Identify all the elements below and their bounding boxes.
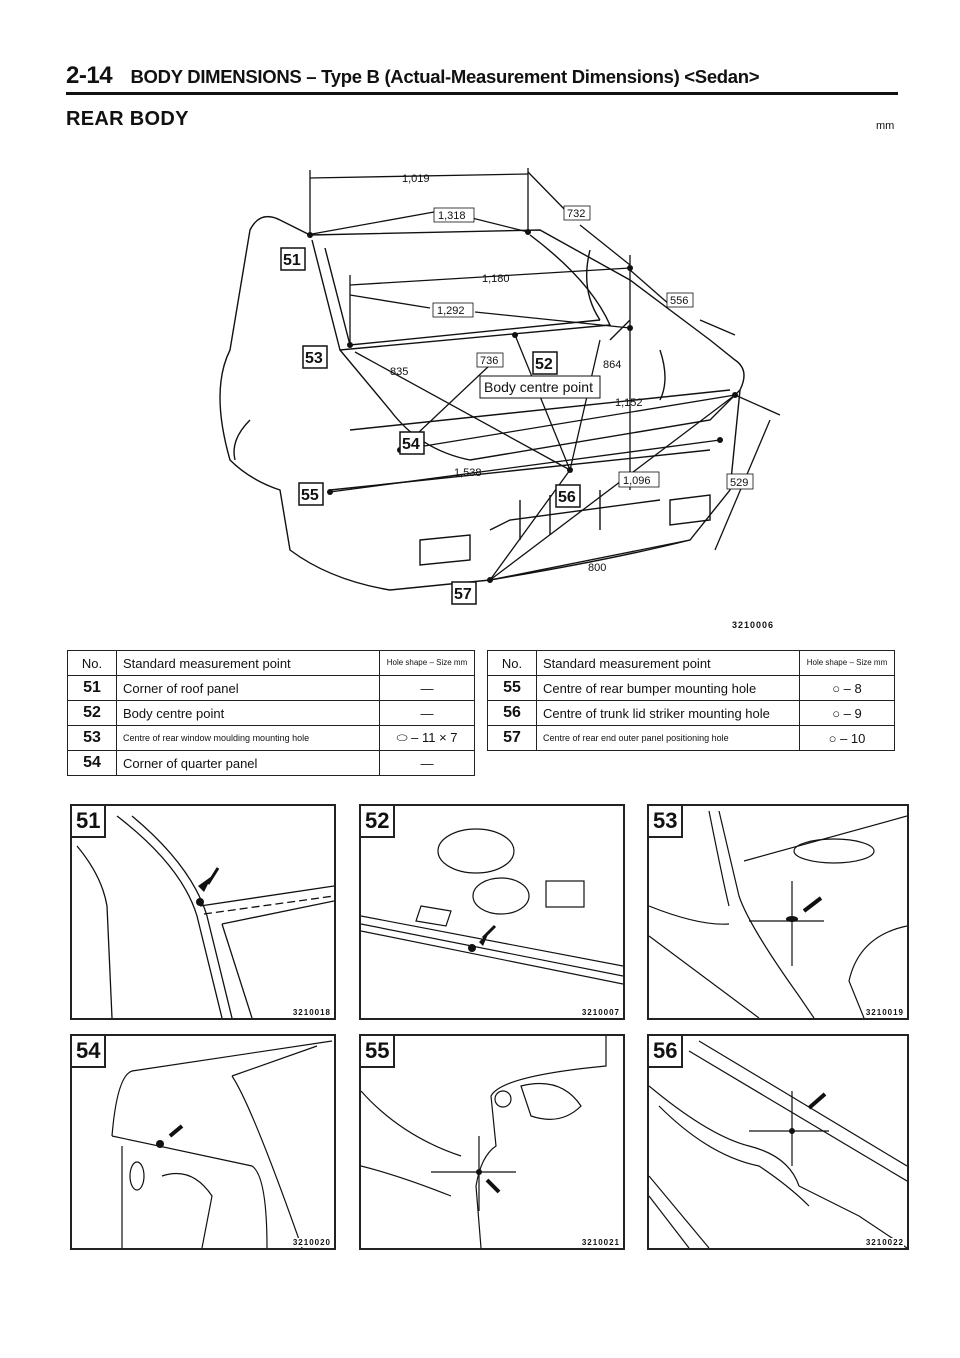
header-hole-shape: Hole shape	[806, 658, 848, 667]
table-row: 57 Centre of rear end outer panel positi…	[487, 725, 895, 751]
dim-1096: 1,096	[623, 475, 651, 487]
table-row: 53 Centre of rear window moulding mounti…	[67, 725, 475, 751]
detail-code: 3210021	[581, 1238, 620, 1247]
header-dash: –	[429, 658, 434, 667]
detail-code: 3210020	[292, 1238, 331, 1247]
dim-800: 800	[588, 562, 606, 574]
detail-label: 56	[649, 1036, 684, 1068]
detail-drawing-56	[649, 1040, 907, 1248]
dim-1538: 1,538	[454, 467, 482, 479]
row-no: 53	[67, 725, 117, 751]
callout-54: 54	[402, 436, 420, 453]
detail-view-55: 55 3210021	[359, 1034, 625, 1250]
row-no: 55	[487, 675, 537, 701]
detail-drawing-55	[361, 1036, 607, 1248]
section-title: REAR BODY	[66, 108, 189, 130]
row-hole: ○ – 8	[799, 675, 895, 701]
page-number: 2-14	[66, 62, 113, 89]
detail-label: 53	[649, 806, 684, 838]
detail-drawing-51	[76, 815, 334, 1018]
row-point: Body centre point	[116, 700, 380, 726]
table-header-row: No. Standard measurement point Hole shap…	[487, 650, 895, 676]
detail-code: 3210018	[292, 1008, 331, 1017]
header-hole-shape: Hole shape	[386, 658, 428, 667]
table-row: 54 Corner of quarter panel —	[67, 750, 475, 776]
table-row: 56 Centre of trunk lid striker mounting …	[487, 700, 895, 726]
header-size: Size mm	[436, 658, 468, 667]
row-hole: —	[379, 700, 475, 726]
callout-51: 51	[283, 252, 301, 269]
row-point: Centre of rear bumper mounting hole	[536, 675, 800, 701]
header-size: Size mm	[856, 658, 888, 667]
header-rule	[66, 92, 898, 95]
dim-732: 732	[567, 208, 585, 220]
measurement-table-left: No. Standard measurement point Hole shap…	[67, 650, 475, 776]
detail-code: 3210007	[581, 1008, 620, 1017]
row-no: 56	[487, 700, 537, 726]
dim-556: 556	[670, 295, 688, 307]
header-point: Standard measurement point	[116, 650, 380, 676]
dim-736: 736	[480, 355, 498, 367]
callout-53: 53	[305, 350, 323, 367]
detail-view-56: 56 3210022	[647, 1034, 909, 1250]
callout-52: 52	[535, 356, 553, 373]
header-hole-size: Hole shape – Size mm	[799, 650, 895, 676]
detail-view-52: 52 3210007	[359, 804, 625, 1020]
row-no: 54	[67, 750, 117, 776]
header-point: Standard measurement point	[536, 650, 800, 676]
row-point: Centre of rear end outer panel positioni…	[536, 725, 800, 751]
measurement-table-right: No. Standard measurement point Hole shap…	[487, 650, 895, 751]
dim-864: 864	[603, 359, 621, 371]
detail-label: 51	[72, 806, 107, 838]
unit-label: mm	[876, 120, 895, 132]
detail-view-53: 53 3210019	[647, 804, 909, 1020]
detail-drawing-53	[649, 810, 907, 1018]
row-hole: ⬭ – 11 × 7	[379, 725, 475, 751]
row-point: Corner of roof panel	[116, 675, 380, 701]
detail-label: 55	[361, 1036, 396, 1068]
detail-label: 52	[361, 806, 396, 838]
dim-1019: 1,019	[402, 173, 430, 185]
car-rear-drawing: 1,019 1,318 732 1,180 1,292 556 736 835 …	[219, 168, 781, 605]
row-hole: ○ – 10	[799, 725, 895, 751]
dim-529: 529	[730, 477, 748, 489]
row-hole: ○ – 9	[799, 700, 895, 726]
row-hole: —	[379, 675, 475, 701]
page-title: BODY DIMENSIONS – Type B (Actual-Measure…	[130, 66, 760, 87]
table-row: 51 Corner of roof panel —	[67, 675, 475, 701]
row-point: Centre of trunk lid striker mounting hol…	[536, 700, 800, 726]
header-no: No.	[487, 650, 537, 676]
callout-55: 55	[301, 487, 319, 504]
row-no: 51	[67, 675, 117, 701]
callout-57: 57	[454, 586, 472, 603]
row-point: Corner of quarter panel	[116, 750, 380, 776]
header-no: No.	[67, 650, 117, 676]
dim-1180: 1,180	[482, 273, 510, 285]
row-no: 52	[67, 700, 117, 726]
dim-835: 835	[390, 366, 408, 378]
page-header: 2-14 BODY DIMENSIONS – Type B (Actual-Me…	[66, 62, 898, 90]
detail-drawing-54	[111, 1040, 333, 1248]
callout-56: 56	[558, 489, 576, 506]
body-centre-label: Body centre point	[484, 379, 593, 395]
dim-1318: 1,318	[438, 210, 466, 222]
row-point: Centre of rear window moulding mounting …	[116, 725, 380, 751]
header-dash: –	[849, 658, 854, 667]
table-row: 55 Centre of rear bumper mounting hole ○…	[487, 675, 895, 701]
row-hole: —	[379, 750, 475, 776]
header-hole-size: Hole shape – Size mm	[379, 650, 475, 676]
table-header-row: No. Standard measurement point Hole shap…	[67, 650, 475, 676]
detail-view-51: 51 3210018	[70, 804, 336, 1020]
dim-1152: 1,152	[615, 397, 643, 409]
row-no: 57	[487, 725, 537, 751]
detail-code: 3210022	[865, 1238, 904, 1247]
detail-code: 3210019	[865, 1008, 904, 1017]
detail-label: 54	[72, 1036, 107, 1068]
diagram-figure-code: 3210006	[732, 620, 775, 630]
dim-1292: 1,292	[437, 305, 465, 317]
rear-body-diagram: 1,019 1,318 732 1,180 1,292 556 736 835 …	[190, 160, 790, 630]
table-row: 52 Body centre point —	[67, 700, 475, 726]
detail-drawing-52	[361, 828, 623, 985]
detail-view-54: 54 3210020	[70, 1034, 336, 1250]
